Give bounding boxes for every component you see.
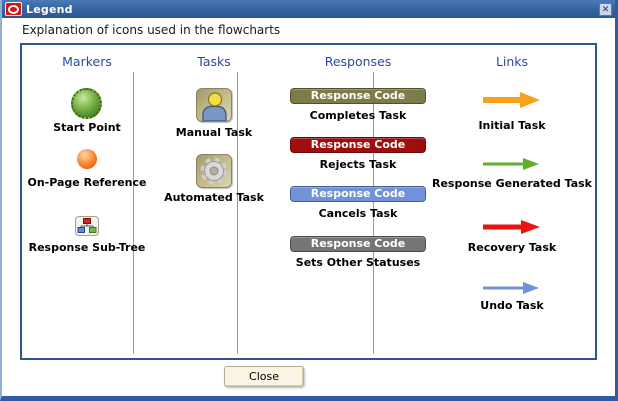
response-label: Completes Task (309, 109, 407, 122)
response-sub-tree-icon (75, 216, 99, 236)
marker-label: Response Sub-Tree (28, 241, 146, 254)
link-label: Undo Task (480, 299, 544, 312)
task-label: Manual Task (175, 126, 253, 139)
response-code-badge: Response Code (290, 186, 426, 202)
titlebar[interactable]: Legend ✕ (2, 0, 615, 18)
link-label: Recovery Task (467, 241, 557, 254)
links-header: Links (495, 54, 529, 69)
close-button[interactable]: Close (224, 366, 304, 387)
close-icon[interactable]: ✕ (599, 2, 612, 16)
dialog-subtitle: Explanation of icons used in the flowcha… (22, 23, 281, 37)
oracle-ring (8, 4, 19, 14)
on-page-reference-icon (77, 149, 97, 169)
task-label: Automated Task (164, 191, 264, 204)
column-divider (237, 72, 238, 354)
response-code-badge: Response Code (290, 88, 426, 104)
oracle-logo-icon (5, 2, 22, 16)
column-divider (133, 72, 134, 354)
start-point-icon (71, 88, 102, 119)
marker-label: On-Page Reference (27, 176, 147, 189)
link-label: Response Generated Task (432, 177, 592, 190)
response-label: Rejects Task (319, 158, 397, 171)
response-label: Sets Other Statuses (295, 256, 421, 269)
responses-header: Responses (324, 54, 392, 69)
manual-task-person-icon (196, 88, 232, 122)
markers-header: Markers (62, 54, 112, 69)
tasks-header: Tasks (197, 54, 231, 69)
legend-panel: Markers Tasks Responses Links Start Poin… (20, 43, 597, 360)
automated-task-gear-icon (196, 154, 232, 188)
response-generated-task-arrow-icon (483, 158, 539, 170)
initial-task-arrow-icon (483, 92, 540, 108)
link-label: Initial Task (478, 119, 546, 132)
marker-label: Start Point (53, 121, 121, 134)
undo-task-arrow-icon (483, 282, 539, 294)
response-code-badge: Response Code (290, 236, 426, 252)
column-divider (373, 72, 374, 354)
window-title: Legend (26, 2, 73, 16)
recovery-task-arrow-icon (483, 220, 540, 234)
response-code-badge: Response Code (290, 137, 426, 153)
response-label: Cancels Task (318, 207, 398, 220)
